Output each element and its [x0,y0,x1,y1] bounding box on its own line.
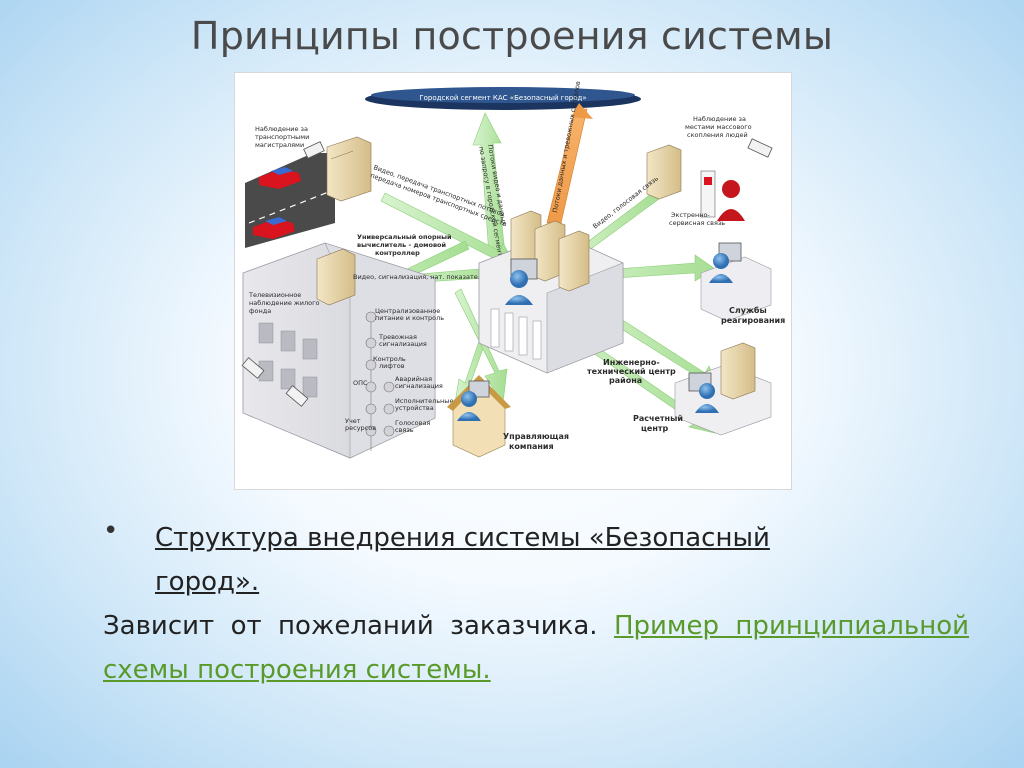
label-central-power-1: Централизованное [375,307,440,315]
settlement-center: Расчетный центр [633,342,772,436]
label-response-1: Службы [729,305,767,315]
server-icon [720,342,756,400]
camera-icon [285,385,309,407]
label-highways-2: транспортными [255,133,309,141]
body-text: Зависит от пожеланий заказчика. [103,611,598,641]
label-alarm-1: Тревожная [378,333,417,341]
management-company: Управляющая компания [447,375,569,458]
label-settlement-1: Расчетный [633,414,683,423]
camera-icon [241,357,265,379]
camera-icon [747,138,773,158]
label-management-1: Управляющая [503,432,569,441]
operator-person-icon [505,270,533,305]
label-tv-1: Телевизионное [248,291,301,299]
label-controller-2: вычислитель - домовой [357,241,447,249]
label-itc-3: района [609,376,642,385]
label-metering-2: ресурсов [345,424,376,432]
label-emergency-alarm-2: сигнализация [395,382,443,390]
label-metering-1: Учет [345,417,361,425]
label-alarm-2: сигнализация [379,340,427,348]
highway-monitoring: Наблюдение за транспортными магистралями [245,125,335,248]
itc-district-center [478,210,624,374]
label-response-2: реагирования [721,316,785,325]
label-central-power-2: питание и контроль [375,314,444,322]
label-crowds-1: Наблюдение за [693,115,746,123]
label-voice-1: Голосовая [395,419,430,427]
system-structure-diagram: Городской сегмент КАС «Безопасный город»… [234,72,792,490]
label-controller-1: Универсальный опорный [357,233,452,241]
cloud-label: Городской сегмент КАС «Безопасный город» [419,94,586,102]
person-icon [717,180,745,221]
label-tv-2: наблюдение жилого [249,299,320,307]
label-video-signal: Видео, сигнализация, нат. показатели [353,273,486,281]
example-diagram-link[interactable]: Пример принципиальной схемы построения с… [103,611,970,685]
response-services: Службы реагирования [700,242,785,325]
label-management-2: компания [509,442,554,451]
label-actuators-2: устройства [395,404,434,412]
bullet-icon: • [103,516,119,546]
label-elevator-1: Контроль [373,355,406,363]
emergency-call-post-icon [700,170,716,218]
body-paragraph: Зависит от пожеланий заказчика. Пример п… [103,604,969,692]
home-controller-server-icon [316,248,356,306]
camera-icon [303,141,325,159]
label-elevator-2: лифтов [379,362,405,370]
label-emergency-2: сервисная связь [669,219,725,227]
label-voice-2: связь [395,426,414,434]
slide-title: Принципы построения системы [190,14,834,58]
label-settlement-2: центр [641,424,669,433]
label-emergency-alarm-1: Аварийная [395,375,432,383]
person-icon [709,253,733,283]
person-icon [695,383,719,413]
bullet-text: Структура внедрения системы «Безопасный … [155,523,770,597]
label-crowds-3: скопления людей [687,131,748,139]
label-crowds-2: местами массового [685,123,752,131]
label-fire: ОПС [353,379,368,387]
label-highways-3: магистралями [255,141,304,149]
label-tv-3: фонда [249,307,271,315]
label-itc-2: технический центр [587,367,676,376]
label-itc-1: Инженерно- [603,358,660,367]
server-icon [326,136,372,202]
server-icon [646,144,682,200]
label-actuators-1: Исполнительные [395,397,453,405]
red-car-icon [259,167,301,189]
label-controller-3: контроллер [375,249,420,257]
sensor-chain [365,311,395,451]
city-segment-cloud: Городской сегмент КАС «Безопасный город» [365,87,641,110]
label-emergency-1: Экстренно- [671,211,710,219]
crowd-monitoring: Наблюдение за местами массового скоплени… [646,115,773,227]
person-icon [457,391,481,421]
red-car-icon [253,217,295,239]
label-highways-1: Наблюдение за [255,125,308,133]
